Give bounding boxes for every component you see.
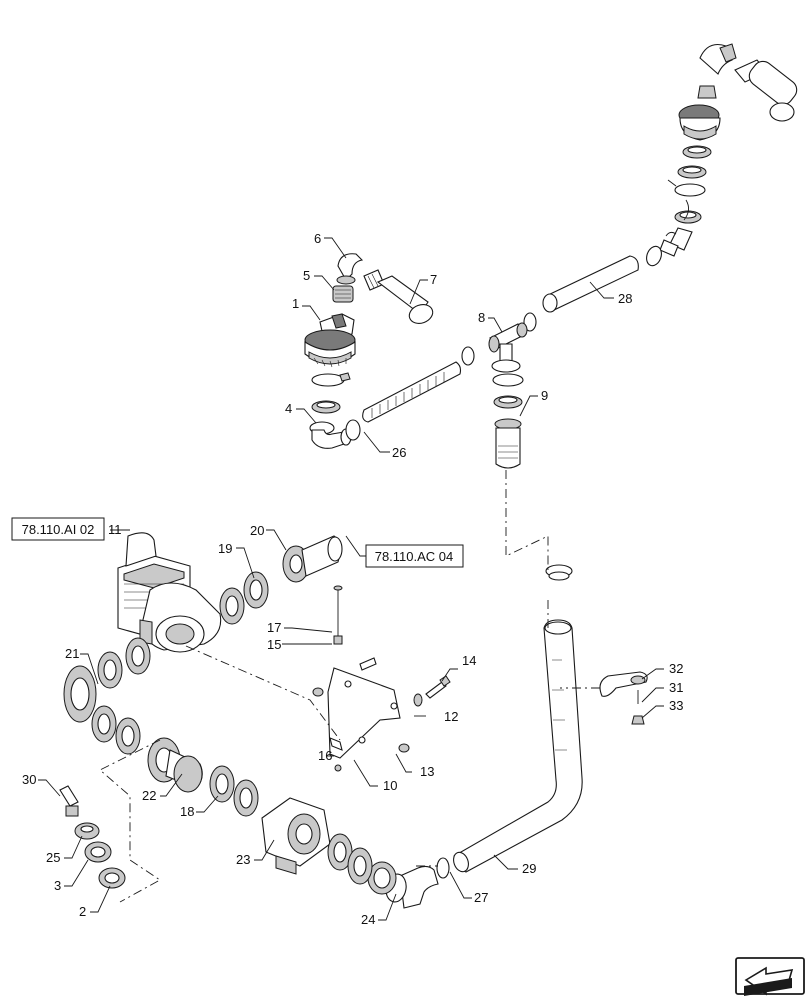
upper-right-assembly (646, 43, 798, 267)
callout-9: 9 (541, 388, 548, 403)
callout-32: 32 (669, 661, 683, 676)
callout-28: 28 (618, 291, 632, 306)
callout-23: 23 (236, 852, 250, 867)
reference-left[interactable]: 78.110.AI 02 (11, 517, 105, 541)
callout-15: 15 (267, 637, 281, 652)
callout-12: 12 (444, 709, 458, 724)
small-fittings (59, 785, 126, 889)
callout-30: 30 (22, 772, 36, 787)
callout-7: 7 (430, 272, 437, 287)
callout-13: 13 (420, 764, 434, 779)
callout-25: 25 (46, 850, 60, 865)
callout-33: 33 (669, 698, 683, 713)
callout-21: 21 (65, 646, 79, 661)
callout-14: 14 (462, 653, 476, 668)
callout-19: 19 (218, 541, 232, 556)
callout-8: 8 (478, 310, 485, 325)
hose-29-assembly (367, 564, 648, 909)
callout-26: 26 (392, 445, 406, 460)
upper-left-assembly (304, 253, 475, 449)
callout-18: 18 (180, 804, 194, 819)
callout-16: 16 (318, 748, 332, 763)
callout-labels: 1 2 3 4 5 6 7 8 9 10 11 12 13 14 15 16 1… (22, 231, 683, 927)
hose-28-and-tee (488, 255, 639, 469)
callout-5: 5 (303, 268, 310, 283)
callout-24: 24 (361, 912, 375, 927)
reference-left-label: 78.110.AI 02 (22, 522, 95, 537)
callout-2: 2 (79, 904, 86, 919)
callout-10: 10 (383, 778, 397, 793)
callout-17: 17 (267, 620, 281, 635)
callout-6: 6 (314, 231, 321, 246)
callout-3: 3 (54, 878, 61, 893)
next-page-arrow-icon[interactable] (735, 957, 805, 996)
leader-lines (38, 237, 664, 921)
callout-1: 1 (292, 296, 299, 311)
bracket-assembly (312, 585, 451, 772)
callout-22: 22 (142, 788, 156, 803)
center-lines (99, 470, 600, 903)
reference-right[interactable]: 78.110.AC 04 (365, 544, 464, 568)
pump-assembly (63, 532, 373, 885)
callout-20: 20 (250, 523, 264, 538)
callout-29: 29 (522, 861, 536, 876)
callout-4: 4 (285, 401, 292, 416)
callout-27: 27 (474, 890, 488, 905)
reference-right-label: 78.110.AC 04 (375, 549, 454, 564)
callout-11: 11 (108, 522, 122, 537)
callout-31: 31 (669, 680, 683, 695)
